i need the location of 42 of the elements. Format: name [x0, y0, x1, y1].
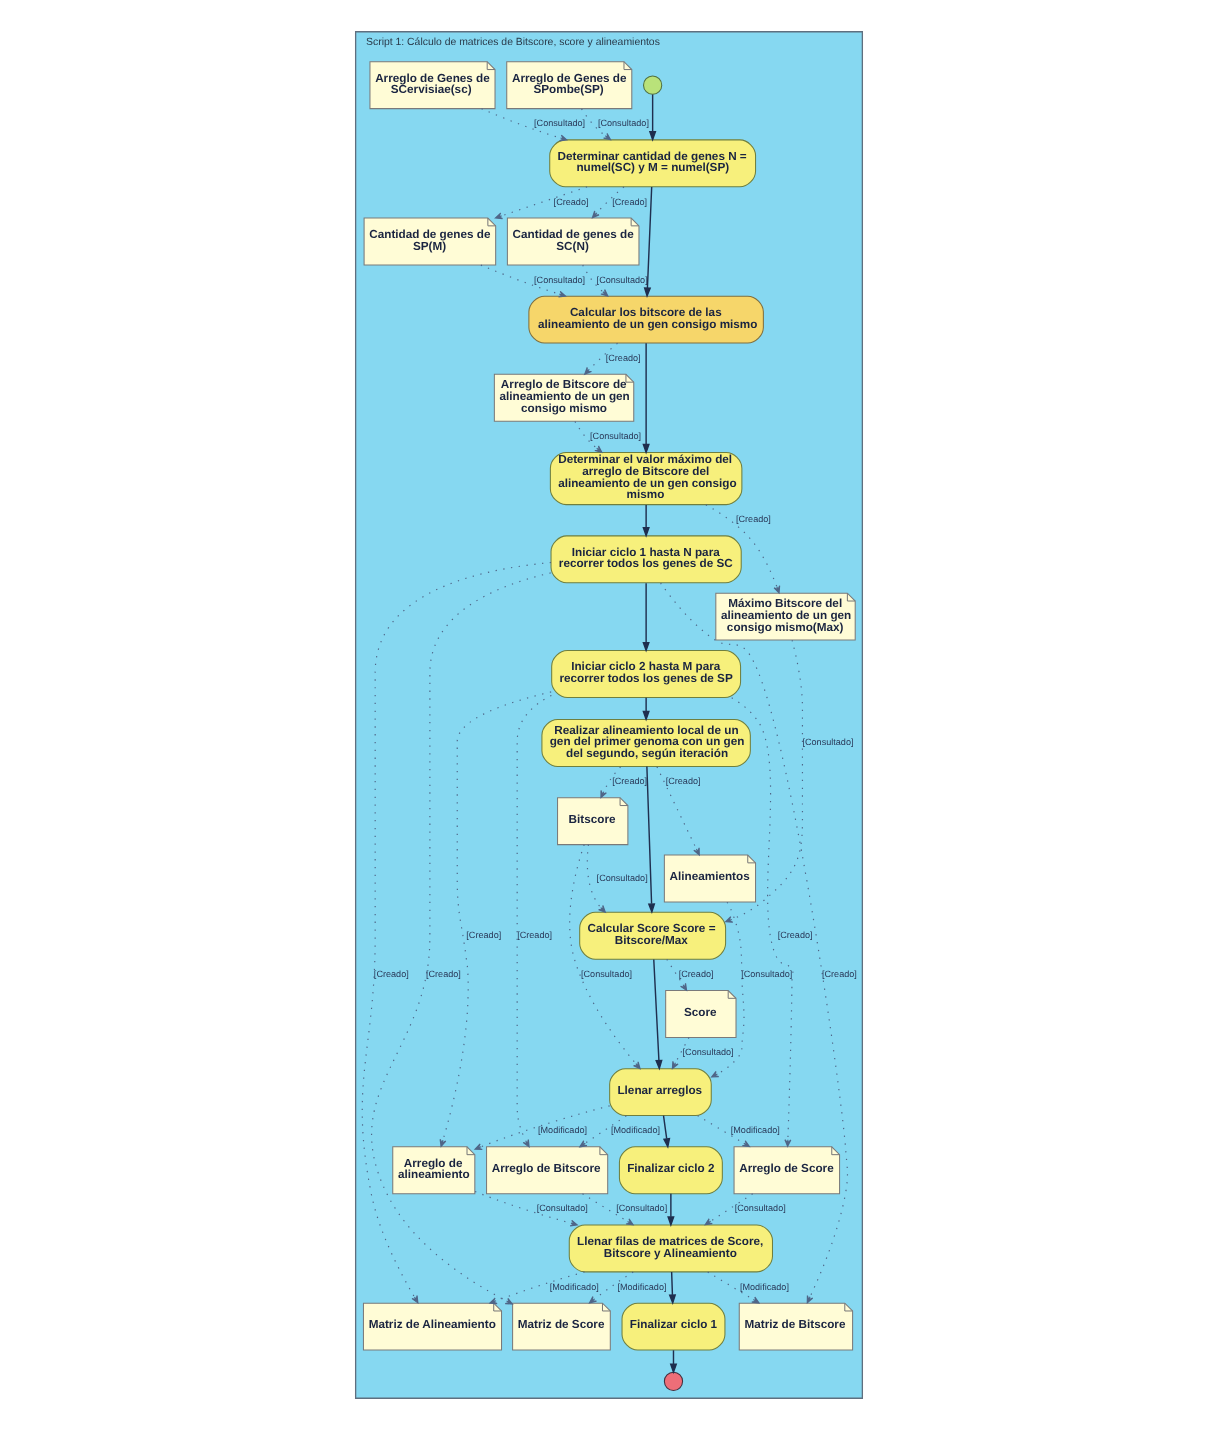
arrow — [582, 264, 609, 297]
arrow — [494, 186, 588, 220]
arrow — [642, 342, 650, 455]
arrow — [481, 108, 568, 142]
arrow — [725, 639, 804, 923]
node-circle — [663, 1371, 684, 1391]
arrow — [591, 186, 625, 219]
arrow — [705, 504, 781, 594]
arrow — [731, 697, 794, 1147]
node-circle — [643, 75, 663, 95]
arrow — [707, 1271, 760, 1304]
arrow — [586, 844, 606, 913]
arrow — [667, 1193, 675, 1227]
arrow — [648, 93, 657, 142]
arrow — [711, 901, 745, 1078]
arrow — [581, 1193, 634, 1226]
arrow — [646, 765, 656, 915]
arrow — [668, 1271, 677, 1306]
arrow — [642, 582, 650, 653]
arrow — [474, 1105, 611, 1151]
arrow — [516, 694, 552, 1148]
arrow — [584, 342, 619, 375]
arrow — [489, 1271, 586, 1305]
arrow — [656, 766, 700, 856]
arrow — [642, 504, 650, 538]
arrow — [574, 420, 603, 453]
arrow — [580, 108, 612, 141]
arrow — [666, 958, 688, 991]
arrow — [643, 186, 653, 299]
arrow — [642, 697, 650, 722]
arrow — [704, 1193, 754, 1226]
arrow — [653, 958, 663, 1071]
arrow — [480, 264, 567, 298]
arrow — [579, 1115, 627, 1148]
arrow — [697, 1115, 750, 1148]
arrow — [600, 766, 622, 799]
arrow — [662, 1114, 671, 1149]
arrow — [474, 1190, 578, 1227]
arrow — [439, 691, 552, 1148]
arrow — [569, 844, 641, 1070]
arrow — [671, 1036, 690, 1070]
arrow — [588, 1271, 634, 1304]
